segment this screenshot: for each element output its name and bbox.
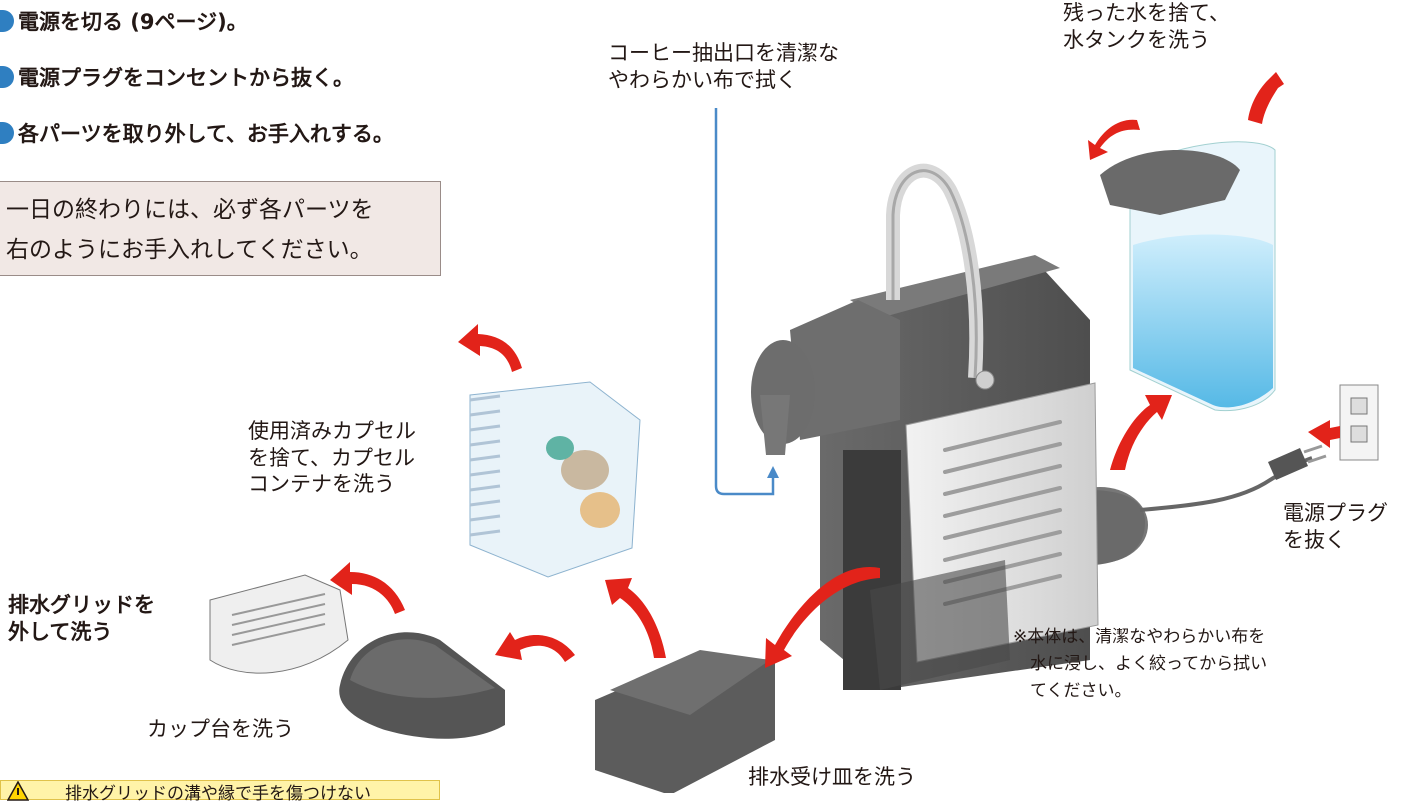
- red-arrow-icon: [330, 562, 405, 614]
- red-arrow-icon: [1308, 420, 1340, 448]
- step-1: 電源を切る (9ページ)。: [0, 6, 248, 36]
- daily-care-note: 一日の終わりには、必ず各パーツを 右のようにお手入れしてください。: [0, 181, 441, 276]
- drip-tray: [595, 650, 775, 793]
- step-3: 各パーツを取り外して、お手入れする。: [0, 118, 394, 148]
- water-tank: [1100, 141, 1276, 412]
- nozzle-leader-arrowhead: [767, 466, 779, 478]
- step-bullet-icon: [0, 66, 14, 88]
- capsule-container: [469, 381, 641, 578]
- nozzle-label: コーヒー抽出口を清潔な やわらかい布で拭く: [608, 41, 839, 92]
- step-bullet-icon: [0, 10, 14, 32]
- red-arrow-icon: [458, 324, 522, 372]
- note-line-2: 右のようにお手入れしてください。: [6, 237, 373, 263]
- step-text: 各パーツを取り外して、お手入れする。: [18, 122, 394, 146]
- step-text: 電源を切る (9ページ)。: [18, 10, 248, 34]
- red-arrow-icon: [1110, 395, 1172, 470]
- red-arrow-icon: [1248, 72, 1284, 124]
- grid-label: 排水グリッドを 外して洗う: [8, 593, 155, 644]
- plug-label: 電源プラグ を抜く: [1283, 501, 1388, 552]
- red-arrow-icon: [765, 566, 880, 668]
- drip-grid: [209, 574, 349, 674]
- step-bullet-icon: [0, 122, 14, 144]
- step-text: 電源プラグをコンセントから抜く。: [18, 66, 354, 90]
- cup-stand-label: カップ台を洗う: [147, 717, 294, 741]
- warning-bar: 排水グリッドの溝や縁で手を傷つけない: [0, 780, 440, 804]
- step-2: 電源プラグをコンセントから抜く。: [0, 62, 354, 92]
- capsule-label: 使用済みカプセル を捨て、カプセル コンテナを洗う: [248, 419, 416, 497]
- nozzle-leader-line: [714, 108, 775, 496]
- red-arrows: [330, 72, 1340, 668]
- power-plug: [1268, 444, 1327, 480]
- red-arrow-icon: [605, 578, 666, 658]
- red-arrow-icon: [495, 632, 575, 662]
- wall-outlet: [1339, 384, 1379, 461]
- warning-icon: [7, 781, 29, 801]
- cup-stand: [339, 632, 505, 739]
- drip-tray-label: 排水受け皿を洗う: [748, 765, 916, 789]
- tank-label: 残った水を捨て、 水タンクを洗う: [1063, 1, 1230, 52]
- note-line-1: 一日の終わりには、必ず各パーツを: [6, 197, 374, 223]
- body-care-note: ※本体は、清潔なやわらかい布を 水に浸し、よく絞ってから拭い てください。: [1013, 627, 1268, 701]
- warning-text: 排水グリッドの溝や縁で手を傷つけない: [65, 784, 371, 804]
- red-arrow-icon: [1088, 119, 1140, 160]
